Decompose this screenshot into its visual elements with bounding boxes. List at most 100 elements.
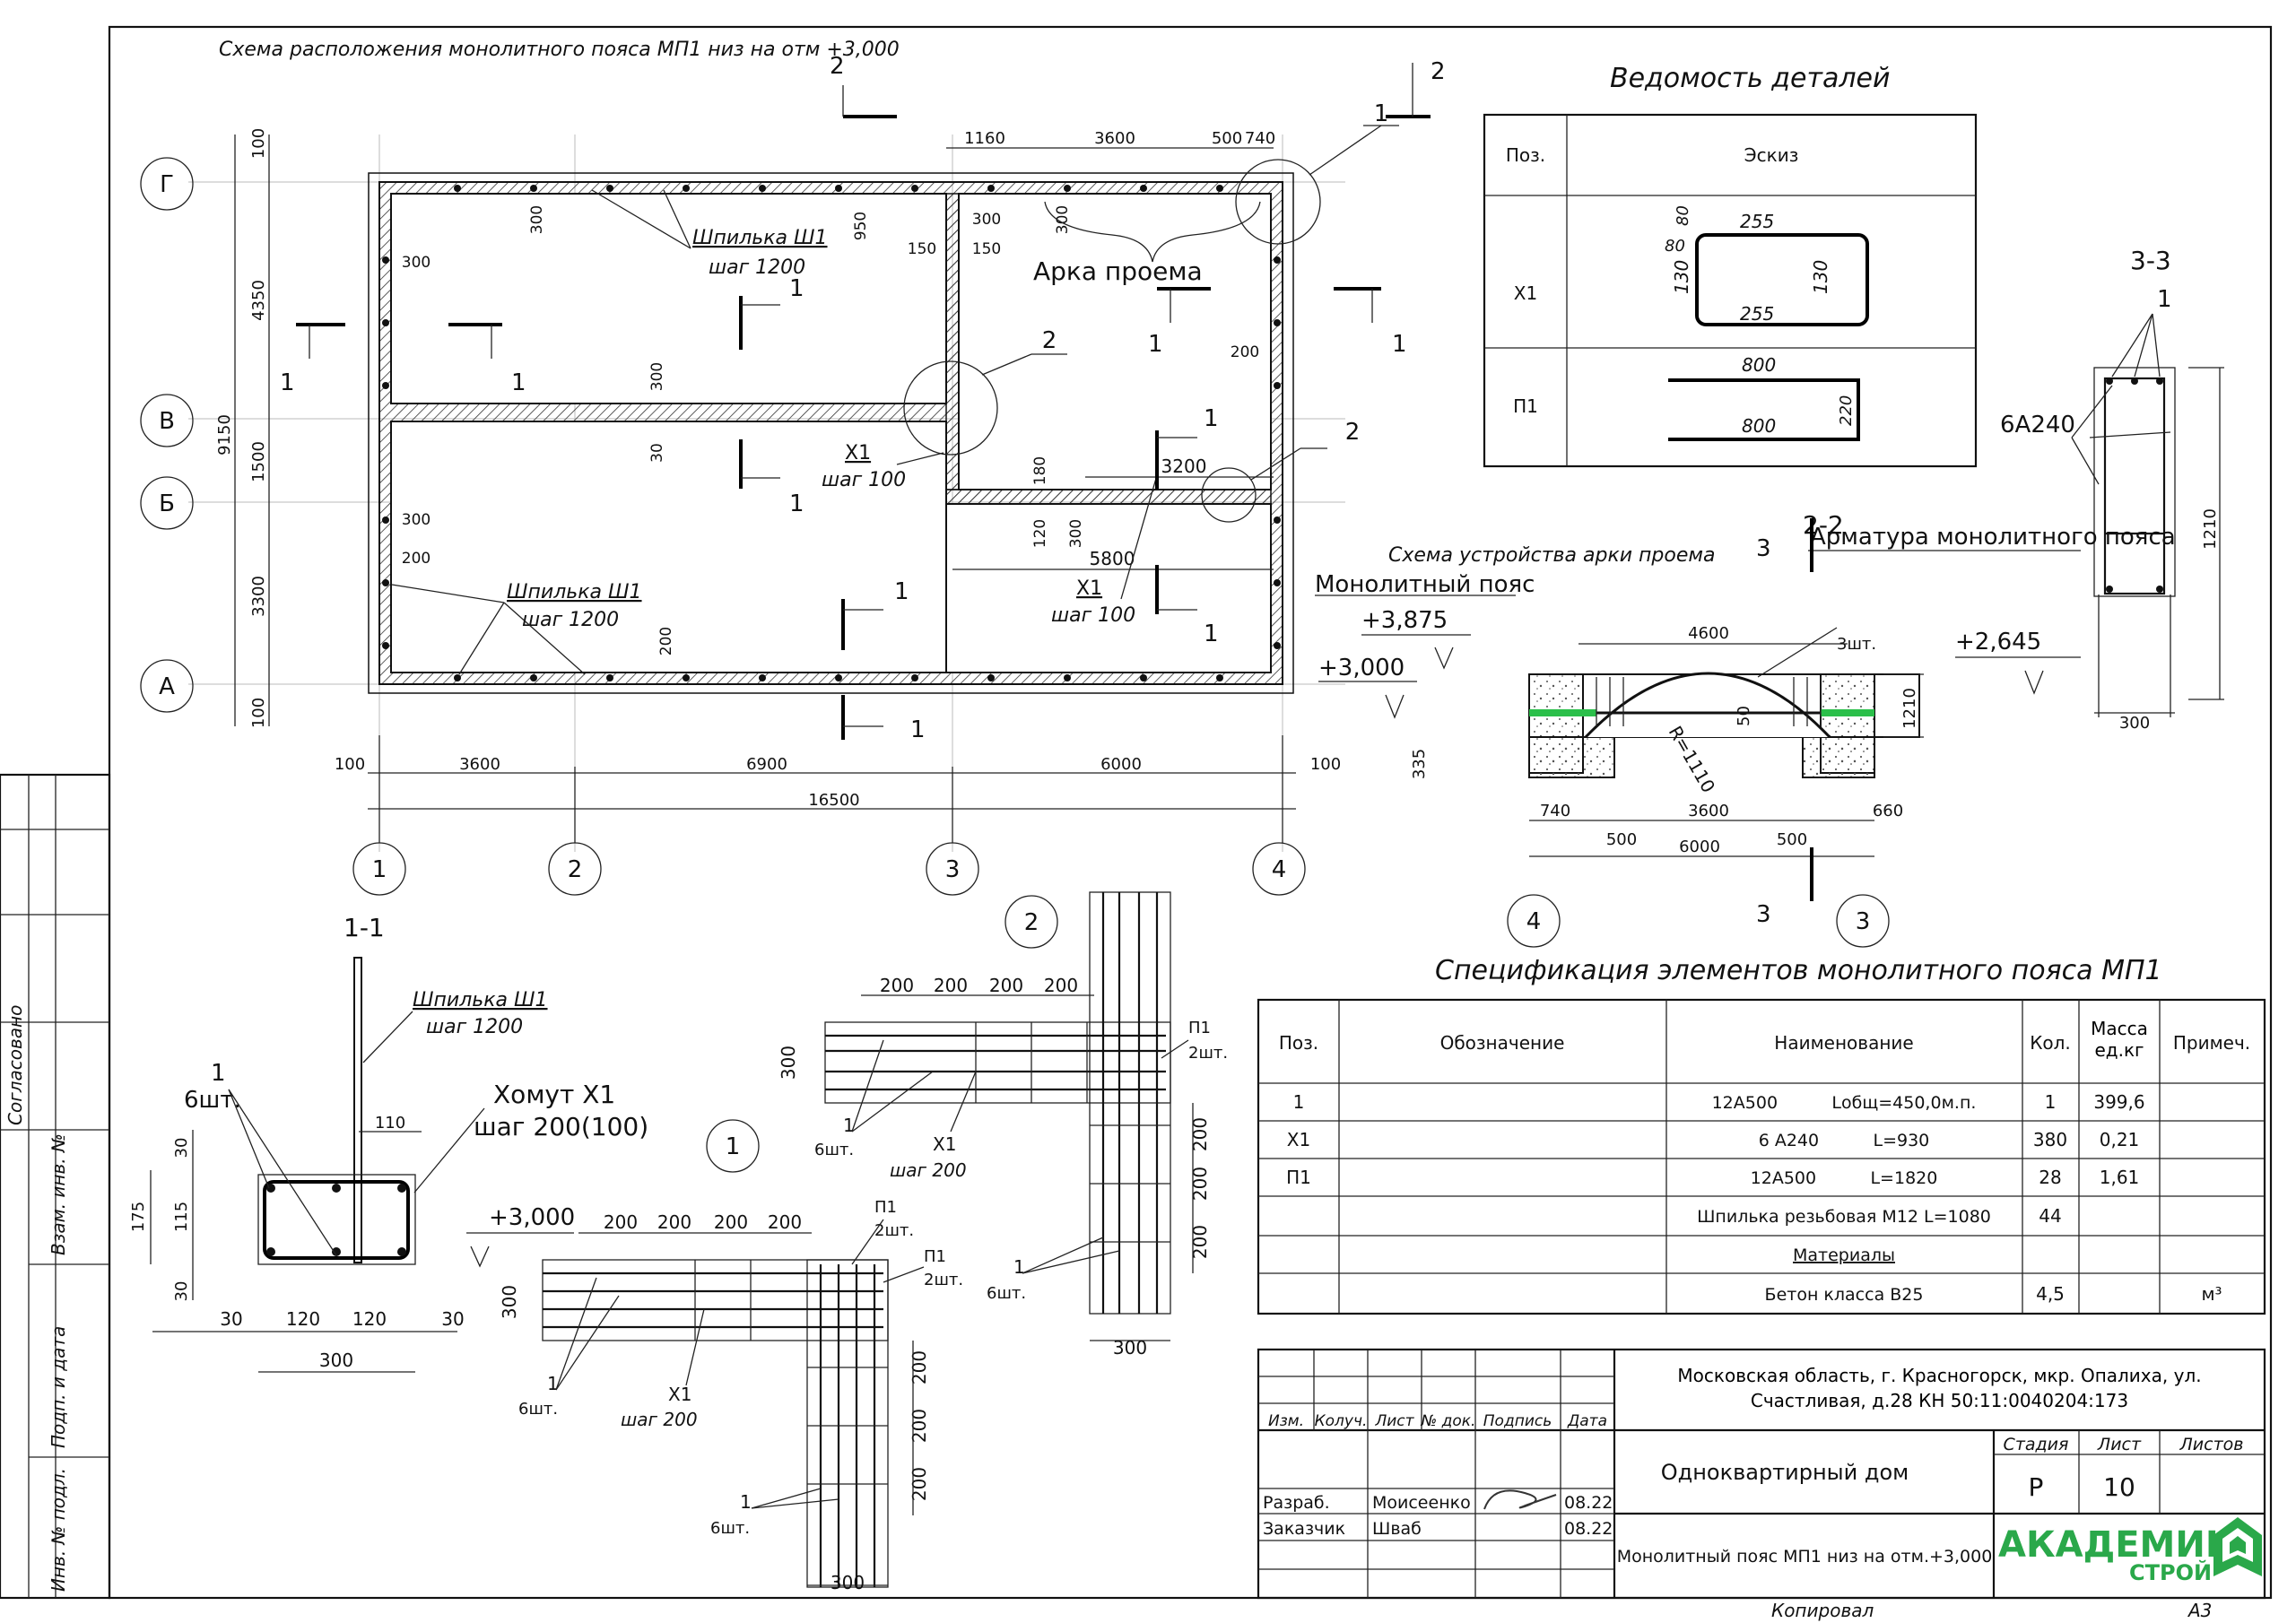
svg-text:0,21: 0,21 bbox=[2100, 1129, 2140, 1150]
svg-text:800: 800 bbox=[1742, 415, 1776, 437]
svg-text:2: 2 bbox=[830, 53, 845, 80]
svg-text:АКАДЕМИК: АКАДЕМИК bbox=[1998, 1524, 2235, 1566]
svg-text:200: 200 bbox=[989, 975, 1023, 996]
svg-text:500: 500 bbox=[1777, 830, 1807, 849]
svg-text:1160: 1160 bbox=[964, 129, 1005, 148]
svg-text:3: 3 bbox=[1856, 908, 1871, 935]
svg-text:30: 30 bbox=[441, 1308, 464, 1330]
svg-text:08.22: 08.22 bbox=[1564, 1519, 1613, 1539]
axis-bubbles-v: 1 2 3 4 bbox=[352, 842, 1306, 896]
svg-text:Х1: Х1 bbox=[668, 1384, 691, 1405]
svg-text:Кол.: Кол. bbox=[2030, 1032, 2071, 1054]
svg-text:Заказчик: Заказчик bbox=[1263, 1519, 1345, 1539]
svg-text:200: 200 bbox=[657, 1211, 691, 1233]
svg-text:4350: 4350 bbox=[249, 280, 268, 321]
svg-text:Материалы: Материалы bbox=[1793, 1245, 1895, 1265]
svg-text:660: 660 bbox=[1873, 802, 1903, 820]
svg-text:12А500 L=1820: 12А500 L=1820 bbox=[1751, 1168, 1938, 1188]
svg-text:16500: 16500 bbox=[808, 791, 859, 810]
rebar-green-right bbox=[1821, 709, 1874, 716]
svg-text:Разраб.: Разраб. bbox=[1263, 1493, 1330, 1513]
svg-text:300: 300 bbox=[648, 362, 666, 391]
svg-text:200: 200 bbox=[909, 1350, 930, 1384]
dims-internal: 300 950 300 150 150 300 300 300 200 300 … bbox=[402, 205, 1274, 655]
svg-text:Моисеенко: Моисеенко bbox=[1372, 1493, 1471, 1513]
rebar-dots bbox=[382, 185, 1281, 681]
section-3-3: 3-3 1 300 1210 6А240 +2,645 bbox=[1955, 246, 2224, 733]
svg-text:Шпилька резьбовая М12 L=1080: Шпилька резьбовая М12 L=1080 bbox=[1697, 1207, 1991, 1227]
svg-text:200: 200 bbox=[402, 550, 430, 568]
svg-text:200: 200 bbox=[604, 1211, 638, 1233]
svg-text:30: 30 bbox=[172, 1281, 191, 1302]
company-logo: АКАДЕМИК СТРОЙ bbox=[1998, 1517, 2262, 1585]
svg-text:1: 1 bbox=[1148, 331, 1163, 358]
svg-text:80: 80 bbox=[1665, 237, 1685, 256]
svg-text:300: 300 bbox=[528, 205, 546, 234]
svg-text:Лист: Лист bbox=[2097, 1435, 2142, 1454]
svg-text:Одноквартирный дом: Одноквартирный дом bbox=[1661, 1460, 1909, 1485]
svg-text:335: 335 bbox=[1410, 749, 1429, 779]
svg-text:1: 1 bbox=[1013, 1256, 1025, 1278]
svg-text:120: 120 bbox=[286, 1308, 320, 1330]
svg-text:1: 1 bbox=[1204, 405, 1219, 432]
svg-text:10: 10 bbox=[2103, 1472, 2135, 1502]
svg-text:Б: Б bbox=[159, 490, 175, 517]
svg-text:740: 740 bbox=[1245, 129, 1275, 148]
svg-text:Р: Р bbox=[2029, 1472, 2044, 1502]
svg-text:2: 2 bbox=[568, 856, 583, 883]
svg-text:200: 200 bbox=[657, 627, 675, 655]
section-1-1: 1-1 Шпилька Ш1 шаг 1200 Хомут Х1 шаг 200… bbox=[129, 913, 648, 1373]
svg-text:1-1: 1-1 bbox=[344, 913, 385, 942]
svg-text:Поз.: Поз. bbox=[1506, 144, 1545, 166]
svg-text:Х1: Х1 bbox=[933, 1133, 956, 1155]
svg-text:1: 1 bbox=[843, 1115, 855, 1136]
svg-text:200: 200 bbox=[714, 1211, 748, 1233]
svg-text:Х1: Х1 bbox=[1514, 282, 1537, 304]
svg-text:800: 800 bbox=[1742, 354, 1776, 376]
svg-text:Подпись: Подпись bbox=[1483, 1412, 1552, 1430]
svg-text:Хомут Х1: Хомут Х1 bbox=[493, 1080, 615, 1109]
svg-text:120: 120 bbox=[352, 1308, 387, 1330]
svg-text:П1: П1 bbox=[874, 1198, 897, 1217]
svg-text:300: 300 bbox=[1054, 205, 1072, 234]
svg-text:Стадия: Стадия bbox=[2004, 1435, 2069, 1454]
svg-text:2шт.: 2шт. bbox=[874, 1221, 914, 1240]
svg-text:1,61: 1,61 bbox=[2100, 1167, 2140, 1188]
svg-text:1: 1 bbox=[1204, 621, 1219, 647]
svg-text:9150: 9150 bbox=[215, 414, 234, 456]
svg-text:Эскиз: Эскиз bbox=[1744, 144, 1799, 166]
svg-text:шаг 1200: шаг 1200 bbox=[522, 609, 619, 631]
svg-text:3600: 3600 bbox=[1688, 802, 1729, 820]
svg-text:1: 1 bbox=[789, 275, 804, 302]
svg-text:30: 30 bbox=[220, 1308, 242, 1330]
svg-text:Арка проема: Арка проема bbox=[1033, 256, 1203, 286]
svg-text:3шт.: 3шт. bbox=[1837, 635, 1876, 654]
svg-text:1: 1 bbox=[211, 1060, 226, 1087]
spec-header-mass: Масса ед.кг bbox=[2091, 1018, 2148, 1061]
svg-text:1: 1 bbox=[740, 1491, 752, 1513]
spec-table: Спецификация элементов монолитного пояса… bbox=[1257, 955, 2266, 1315]
svg-text:175: 175 bbox=[129, 1202, 148, 1232]
svg-text:1210: 1210 bbox=[2201, 508, 2220, 550]
svg-text:Бетон класса В25: Бетон класса В25 bbox=[1765, 1285, 1924, 1305]
svg-text:200: 200 bbox=[1044, 975, 1078, 996]
svg-text:П1: П1 bbox=[1188, 1019, 1211, 1037]
svg-text:Шпилька Ш1: Шпилька Ш1 bbox=[413, 989, 548, 1011]
dims-left: 100 4350 1500 3300 100 9150 bbox=[215, 128, 270, 728]
svg-text:300: 300 bbox=[972, 211, 1001, 229]
svg-text:П1: П1 bbox=[924, 1247, 946, 1266]
rebar-green-left bbox=[1529, 709, 1596, 716]
svg-text:П1: П1 bbox=[1286, 1167, 1311, 1188]
svg-text:6шт.: 6шт. bbox=[184, 1087, 241, 1114]
svg-text:6000: 6000 bbox=[1100, 755, 1142, 774]
svg-text:6900: 6900 bbox=[746, 755, 787, 774]
svg-text:+3,000: +3,000 bbox=[489, 1204, 575, 1231]
svg-text:28: 28 bbox=[2039, 1167, 2061, 1188]
svg-text:№ док.: № док. bbox=[1421, 1412, 1476, 1430]
details-table: Ведомость деталей Поз. Эскиз Х1 П1 80 80… bbox=[1483, 63, 1978, 468]
svg-text:м³: м³ bbox=[2201, 1283, 2222, 1305]
svg-text:2: 2 bbox=[1431, 58, 1446, 85]
signature-mark bbox=[1483, 1489, 1557, 1510]
side-inv-vz: Взам. инв. № bbox=[48, 1133, 69, 1255]
svg-text:Поз.: Поз. bbox=[1279, 1032, 1318, 1054]
